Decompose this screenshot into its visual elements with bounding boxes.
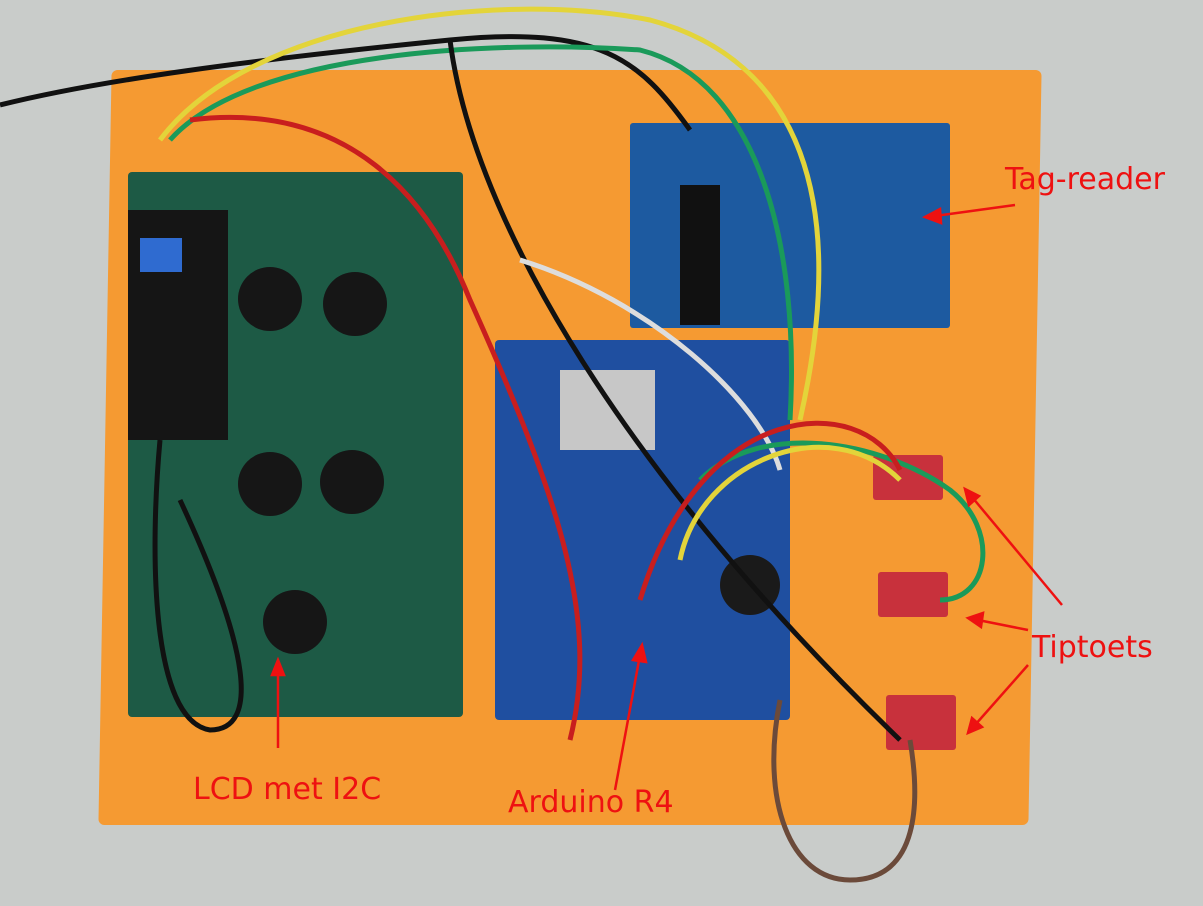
lcd-mount-knob bbox=[320, 450, 384, 514]
label-lcd: LCD met I2C bbox=[193, 772, 382, 807]
arrow-tiptoets-1 bbox=[971, 496, 1063, 606]
lcd-mount-knob bbox=[238, 267, 302, 331]
wire bbox=[0, 34, 693, 132]
wire bbox=[677, 444, 902, 561]
arrow-tiptoets-2 bbox=[977, 618, 1029, 632]
wire bbox=[519, 257, 783, 471]
wire bbox=[637, 420, 903, 601]
lcd-module bbox=[128, 172, 463, 717]
potentiometer bbox=[140, 238, 182, 272]
lcd-mount-knob bbox=[238, 452, 302, 516]
wire bbox=[447, 39, 902, 742]
arrow-tag-reader bbox=[934, 203, 1016, 218]
arrow-arduino bbox=[613, 654, 642, 791]
arrow-tiptoets-3 bbox=[974, 664, 1029, 726]
wire bbox=[698, 440, 986, 603]
label-arduino: Arduino R4 bbox=[508, 785, 674, 820]
wire bbox=[152, 439, 244, 733]
esp32-module bbox=[560, 370, 655, 450]
usb-c-cable bbox=[680, 185, 720, 325]
wire bbox=[158, 6, 822, 421]
touch-sensor bbox=[878, 572, 948, 617]
wire bbox=[168, 44, 794, 421]
lcd-mount-knob bbox=[323, 272, 387, 336]
lcd-mount-knob bbox=[263, 590, 327, 654]
wire bbox=[771, 699, 918, 883]
label-tag-reader: Tag-reader bbox=[1005, 162, 1165, 197]
label-tiptoets: Tiptoets bbox=[1032, 630, 1153, 665]
wire bbox=[189, 114, 583, 741]
